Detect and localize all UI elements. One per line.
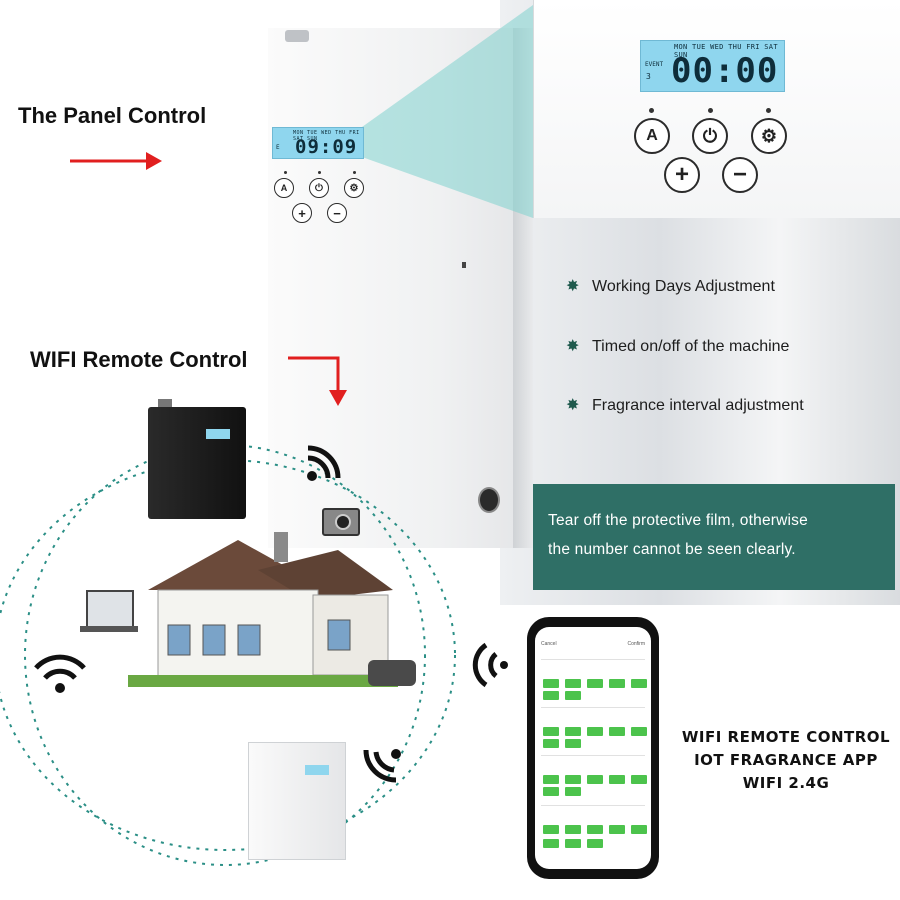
- plus-icon: +: [674, 161, 689, 188]
- plus-icon: +: [298, 205, 306, 221]
- mode-icon: A: [646, 127, 658, 144]
- feature-text: Fragrance interval adjustment: [592, 397, 804, 414]
- app-caption-line: WIFI REMOTE CONTROL: [681, 728, 891, 746]
- app-header: Cancel Confirm: [535, 627, 651, 655]
- wifi-signal-icon: [307, 445, 341, 481]
- lcd-time: 09:09: [295, 136, 358, 158]
- feature-item: ✸ Working Days Adjustment: [566, 278, 775, 296]
- notice-line: the number cannot be seen clearly.: [548, 541, 796, 558]
- settings-button-small: ⚙: [344, 178, 364, 198]
- app-caption-line: IOT FRAGRANCE APP: [694, 751, 878, 769]
- wifi-signal-icon: [363, 749, 401, 783]
- app-caption-line: WIFI 2.4G: [742, 774, 830, 792]
- lcd-display-small: MON TUE WED THU FRI SAT SUN E 09:09: [272, 127, 364, 159]
- lcd-days: MON TUE WED THU FRI SAT SUN: [674, 43, 778, 59]
- lcd-days: MON TUE WED THU FRI SAT SUN: [293, 130, 360, 142]
- lcd-display-large: MON TUE WED THU FRI SAT SUN EVENT 3 00:0…: [640, 40, 785, 92]
- camera-icon: [322, 508, 360, 536]
- feature-text: Timed on/off of the machine: [592, 338, 790, 355]
- gear-icon: ⚙: [349, 182, 359, 194]
- black-diffuser: [148, 399, 246, 519]
- indicator-dot: [708, 108, 713, 113]
- plus-button: +: [664, 157, 700, 193]
- mode-button-small: A: [274, 178, 294, 198]
- plus-button-small: +: [292, 203, 312, 223]
- notice-line: Tear off the protective film, otherwise: [548, 512, 808, 529]
- power-icon: ⏻: [702, 125, 718, 146]
- gear-icon: ⚙: [760, 125, 778, 146]
- wifi-signal-icon: [472, 642, 508, 688]
- app-cancel: Cancel: [541, 641, 557, 647]
- machine-port: [478, 487, 500, 513]
- minus-icon: −: [333, 205, 341, 221]
- panel-control-label: The Panel Control: [18, 103, 207, 128]
- app-screen: Cancel Confirm: [535, 627, 651, 869]
- machine-screw: [462, 262, 466, 268]
- power-icon: ⏻: [315, 182, 323, 194]
- feature-item: ✸ Timed on/off of the machine: [566, 338, 789, 356]
- settings-button: ⚙: [751, 118, 787, 154]
- star-bullet-icon: ✸: [566, 278, 580, 295]
- indicator-dot: [649, 108, 654, 113]
- indicator-dot: [318, 171, 321, 174]
- star-bullet-icon: ✸: [566, 338, 580, 355]
- minus-button-small: −: [327, 203, 347, 223]
- laptop-icon: [80, 590, 138, 632]
- house-illustration: [128, 532, 398, 687]
- star-bullet-icon: ✸: [566, 397, 580, 414]
- feature-item: ✸ Fragrance interval adjustment: [566, 397, 804, 415]
- zoomed-control-panel: [533, 0, 900, 218]
- app-caption: WIFI REMOTE CONTROL IOT FRAGRANCE APP WI…: [676, 726, 896, 795]
- machine-top-fitting: [285, 30, 309, 42]
- mode-icon: A: [280, 183, 288, 193]
- app-confirm: Confirm: [627, 641, 645, 647]
- wifi-remote-label: WIFI Remote Control: [30, 347, 248, 372]
- white-diffuser: [248, 742, 346, 860]
- lcd-event: E: [276, 144, 280, 151]
- power-button: ⏻: [692, 118, 728, 154]
- feature-list: ✸ Working Days Adjustment ✸ Timed on/off o…: [566, 0, 896, 450]
- minus-icon: −: [732, 161, 747, 188]
- smartphone: Cancel Confirm: [527, 617, 659, 879]
- indicator-dot: [766, 108, 771, 113]
- indicator-dot: [284, 171, 287, 174]
- mode-button: A: [634, 118, 670, 154]
- notice-box: Tear off the protective film, otherwise …: [533, 484, 895, 590]
- panel-arrow-icon: [70, 152, 162, 170]
- lcd-event-number: 3: [646, 72, 651, 81]
- feature-text: Working Days Adjustment: [592, 278, 775, 295]
- lcd-time: 00:00: [671, 51, 779, 91]
- minus-button: −: [722, 157, 758, 193]
- car-icon: [368, 660, 416, 686]
- indicator-dot: [353, 171, 356, 174]
- wifi-arrow-icon: [288, 356, 347, 406]
- power-button-small: ⏻: [309, 178, 329, 198]
- wifi-signal-icon: [34, 654, 86, 693]
- lcd-event-label: EVENT: [645, 61, 664, 68]
